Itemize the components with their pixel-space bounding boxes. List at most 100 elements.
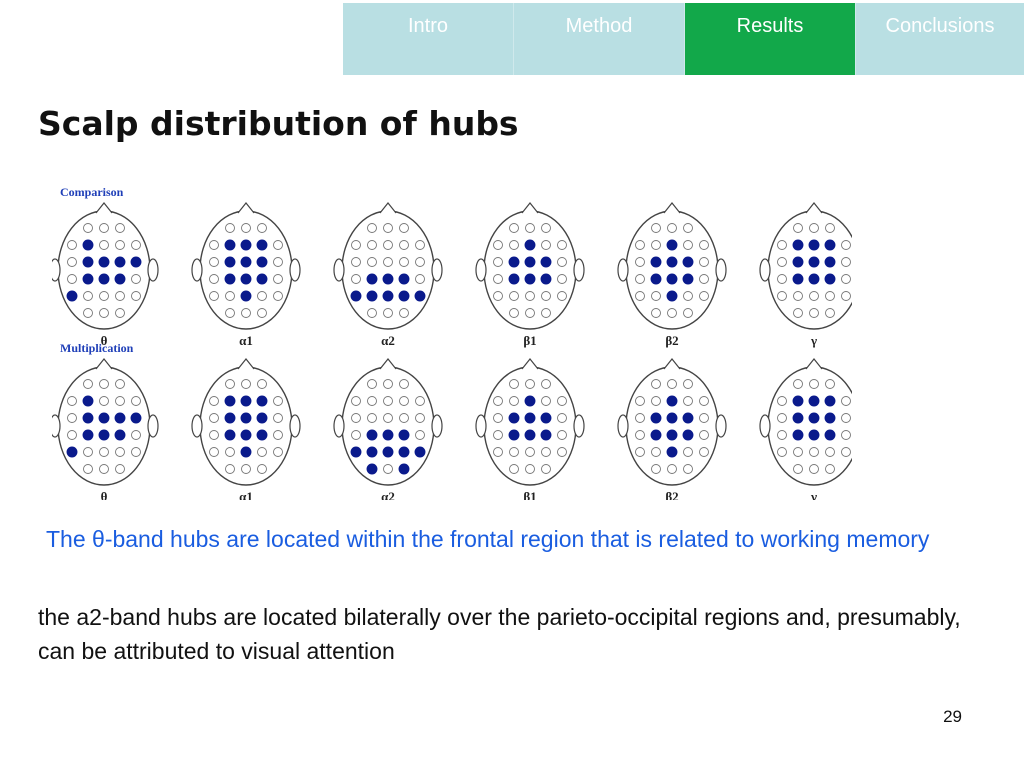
hub-electrode	[666, 429, 678, 441]
hub-electrode	[240, 273, 252, 285]
scalp-map	[759, 202, 852, 330]
hub-electrode	[256, 429, 268, 441]
electrode	[351, 396, 361, 406]
row-label: Multiplication	[60, 341, 134, 355]
hub-electrode	[240, 412, 252, 424]
tab-intro[interactable]: Intro	[343, 3, 514, 75]
hub-electrode	[792, 429, 804, 441]
electrode	[115, 379, 125, 389]
hub-electrode	[650, 429, 662, 441]
ear-shape	[475, 414, 487, 438]
electrode	[635, 274, 645, 284]
electrode	[83, 464, 93, 474]
electrode	[793, 464, 803, 474]
hub-electrode	[98, 256, 110, 268]
nose-shape	[805, 202, 823, 214]
hub-electrode	[808, 395, 820, 407]
page-number: 29	[943, 707, 962, 726]
nose-shape	[521, 358, 539, 370]
electrode	[493, 274, 503, 284]
electrode	[273, 240, 283, 250]
electrode	[131, 447, 141, 457]
hub-electrode	[114, 273, 126, 285]
electrode	[635, 257, 645, 267]
hub-electrode	[240, 429, 252, 441]
ear-shape	[759, 258, 771, 282]
electrode	[557, 257, 567, 267]
electrode	[99, 291, 109, 301]
electrode	[241, 464, 251, 474]
electrode	[367, 308, 377, 318]
electrode	[557, 413, 567, 423]
nose-shape	[237, 202, 255, 214]
electrode	[541, 396, 551, 406]
electrode	[493, 240, 503, 250]
hub-electrode	[524, 429, 536, 441]
band-label: β1	[523, 489, 536, 500]
hub-electrode	[256, 273, 268, 285]
scalp-map	[191, 202, 301, 330]
electrode	[225, 308, 235, 318]
electrode	[399, 223, 409, 233]
hub-electrode	[508, 429, 520, 441]
electrode	[351, 257, 361, 267]
electrode	[257, 223, 267, 233]
electrode	[351, 413, 361, 423]
ear-shape	[617, 414, 629, 438]
electrode	[99, 464, 109, 474]
hub-electrode	[366, 446, 378, 458]
electrode	[683, 379, 693, 389]
hub-electrode	[540, 429, 552, 441]
tab-method[interactable]: Method	[514, 3, 685, 75]
electrode	[209, 240, 219, 250]
electrode	[509, 396, 519, 406]
electrode	[225, 291, 235, 301]
electrode	[777, 240, 787, 250]
hub-electrode	[682, 273, 694, 285]
ear-shape	[333, 258, 345, 282]
hub-electrode	[224, 429, 236, 441]
hub-electrode	[82, 429, 94, 441]
electrode	[399, 396, 409, 406]
electrode	[115, 223, 125, 233]
hub-electrode	[398, 429, 410, 441]
electrode	[83, 291, 93, 301]
electrode	[273, 291, 283, 301]
electrode	[225, 447, 235, 457]
electrode	[683, 240, 693, 250]
hub-electrode	[240, 395, 252, 407]
electrode	[493, 430, 503, 440]
electrode	[651, 291, 661, 301]
electrode	[509, 223, 519, 233]
electrode	[841, 413, 851, 423]
electrode	[209, 447, 219, 457]
electrode	[399, 257, 409, 267]
tab-conclusions[interactable]: Conclusions	[856, 3, 1024, 75]
hub-electrode	[382, 429, 394, 441]
electrode	[383, 413, 393, 423]
hub-electrode	[650, 412, 662, 424]
band-label: α1	[239, 333, 253, 348]
electrode	[635, 413, 645, 423]
ear-shape	[431, 414, 443, 438]
electrode	[777, 291, 787, 301]
electrode	[509, 240, 519, 250]
hub-electrode	[666, 256, 678, 268]
ear-shape	[431, 258, 443, 282]
tab-results[interactable]: Results	[685, 3, 856, 75]
hub-electrode	[508, 412, 520, 424]
electrode	[841, 291, 851, 301]
electrode	[115, 308, 125, 318]
electrode	[825, 223, 835, 233]
electrode	[131, 291, 141, 301]
hub-electrode	[114, 412, 126, 424]
hub-electrode	[808, 429, 820, 441]
ear-shape	[573, 414, 585, 438]
electrode	[809, 379, 819, 389]
electrode	[367, 223, 377, 233]
hub-electrode	[366, 463, 378, 475]
band-label: γ	[810, 489, 817, 500]
hub-electrode	[666, 290, 678, 302]
electrode	[415, 257, 425, 267]
